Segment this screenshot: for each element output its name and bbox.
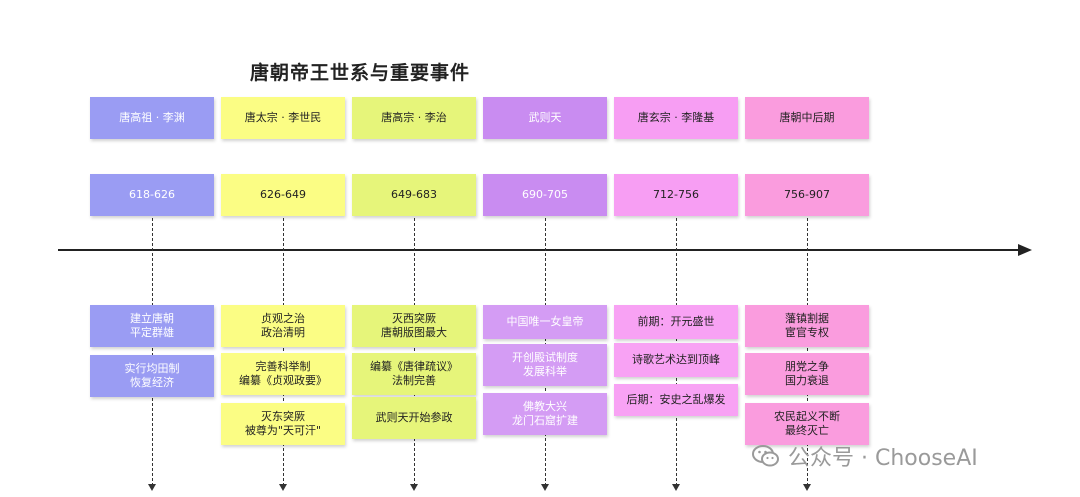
emperor-1-event-2: 实行均田制 恢复经济 [90,355,214,397]
emperor-5-event-3: 后期：安史之乱爆发 [614,384,738,416]
timeline-axis [58,249,1022,251]
emperor-5-event-2: 诗歌艺术达到顶峰 [614,343,738,377]
emperor-2-event-1: 贞观之治 政治清明 [221,305,345,347]
emperor-2-years: 626-649 [221,174,345,216]
diagram-title: 唐朝帝王世系与重要事件 [250,62,471,84]
column-1-arrow [148,484,156,491]
emperor-2-event-2: 完善科举制 编纂《贞观政要》 [221,353,345,395]
emperor-1-name: 唐高祖 · 李渊 [90,97,214,139]
emperor-3-event-1: 灭西突厥 唐朝版图最大 [352,305,476,347]
emperor-3-years: 649-683 [352,174,476,216]
emperor-2-name: 唐太宗 · 李世民 [221,97,345,139]
emperor-5-name: 唐玄宗 · 李隆基 [614,97,738,139]
emperor-3-event-2: 编纂《唐律疏议》 法制完善 [352,353,476,395]
emperor-4-event-1: 中国唯一女皇帝 [483,305,607,339]
emperor-5-event-1: 前期：开元盛世 [614,305,738,339]
emperor-4-years: 690-705 [483,174,607,216]
emperor-2-event-3: 灭东突厥 被尊为"天可汗" [221,403,345,445]
emperor-5-years: 712-756 [614,174,738,216]
emperor-6-years: 756-907 [745,174,869,216]
watermark: 公众号 · ChooseAI [752,440,978,472]
column-6-dashed-line [807,218,808,486]
watermark-text: 公众号 · ChooseAI [788,446,978,471]
emperor-6-event-2: 朋党之争 国力衰退 [745,353,869,395]
emperor-6-name: 唐朝中后期 [745,97,869,139]
column-1-dashed-line [152,218,153,486]
emperor-1-event-1: 建立唐朝 平定群雄 [90,305,214,347]
emperor-3-name: 唐高宗 · 李治 [352,97,476,139]
wechat-icon [752,444,780,468]
emperor-6-event-3: 农民起义不断 最终灭亡 [745,403,869,445]
column-3-dashed-line [414,218,415,486]
column-3-arrow [410,484,418,491]
column-6-arrow [803,484,811,491]
column-5-arrow [672,484,680,491]
column-4-arrow [541,484,549,491]
emperor-3-event-3: 武则天开始参政 [352,397,476,439]
emperor-6-event-1: 藩镇割据 宦官专权 [745,305,869,347]
timeline-arrowhead [1018,244,1032,256]
emperor-4-event-2: 开创殿试制度 发展科举 [483,344,607,386]
emperor-4-name: 武则天 [483,97,607,139]
column-2-arrow [279,484,287,491]
emperor-1-years: 618-626 [90,174,214,216]
emperor-4-event-3: 佛教大兴 龙门石窟扩建 [483,393,607,435]
column-2-dashed-line [283,218,284,486]
